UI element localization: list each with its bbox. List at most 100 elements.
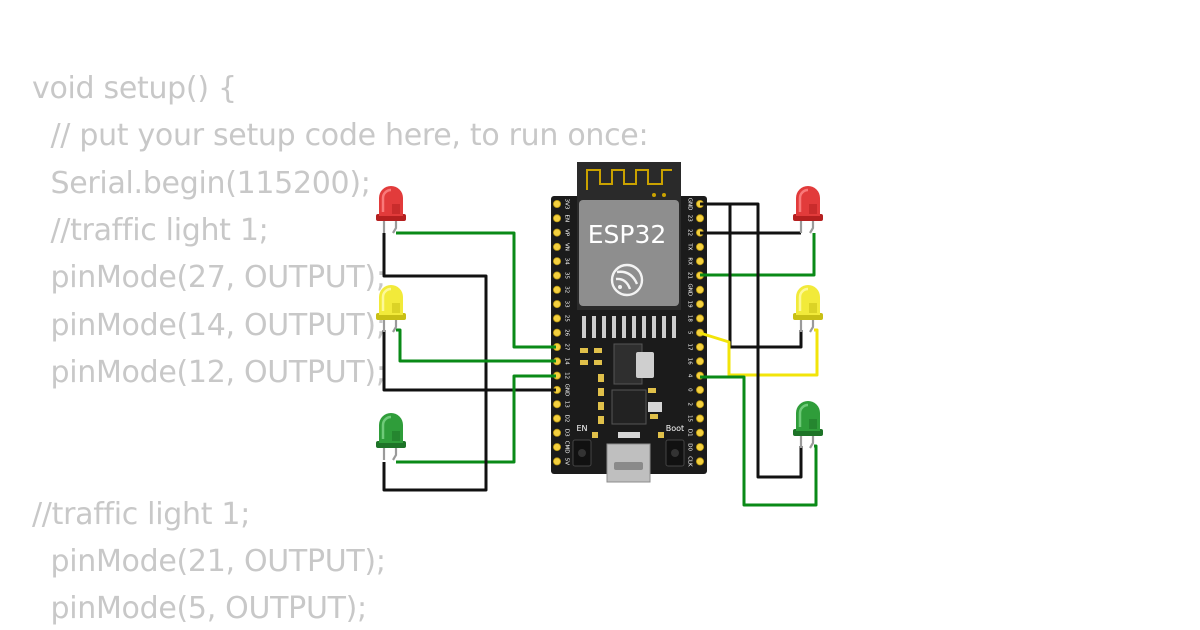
pin-label: 25: [564, 315, 570, 322]
code-line: //traffic light 1;: [32, 496, 251, 532]
pin[interactable]: [553, 242, 562, 251]
pin[interactable]: [696, 257, 705, 266]
pin-label: 17: [687, 344, 693, 351]
pin-label: 0: [687, 388, 693, 392]
pin-label: 19: [687, 301, 693, 308]
pin-label: 14: [564, 358, 570, 365]
pin-label: D3: [564, 429, 570, 437]
pin-label: 32: [564, 286, 570, 293]
pin-label: VN: [564, 243, 570, 251]
wire-right-red-signal: [700, 233, 816, 277]
wire-right-green-signal: [700, 375, 818, 507]
wire-right-yellow-signal: [699, 328, 819, 377]
wires: [382, 202, 819, 507]
pin-label: EN: [564, 215, 570, 223]
pin[interactable]: [696, 214, 705, 223]
pin-label: 26: [564, 329, 570, 336]
pin-label: GND: [564, 384, 570, 397]
pin-label: 22: [687, 229, 693, 236]
pin[interactable]: [696, 428, 705, 437]
module-pads: [582, 316, 676, 338]
pin-label: 23: [687, 215, 693, 222]
crystal: [648, 402, 662, 412]
pin-label: D0: [687, 443, 693, 451]
pin-label: 33: [564, 301, 570, 308]
pin[interactable]: [553, 300, 562, 309]
led-right-green-icon[interactable]: [793, 401, 823, 449]
led-left-green-icon[interactable]: [376, 413, 406, 461]
wire-left-green-signal: [396, 374, 556, 464]
pin[interactable]: [696, 400, 705, 409]
pin[interactable]: [696, 242, 705, 251]
pin-label: 16: [687, 358, 693, 365]
pin[interactable]: [696, 342, 705, 351]
code-line: pinMode(27, OUTPUT);: [32, 260, 386, 296]
pin-label: 35: [564, 272, 570, 279]
esp32-board[interactable]: ESP32: [551, 162, 707, 483]
code-line: //traffic light 1;: [32, 212, 269, 248]
pin-label: VP: [564, 229, 570, 237]
led-right-red-icon[interactable]: [793, 186, 823, 234]
code-line: Serial.begin(115200);: [32, 165, 371, 201]
pin[interactable]: [696, 385, 705, 394]
pin[interactable]: [553, 414, 562, 423]
pin-label: CMD: [564, 441, 570, 454]
led-left-yellow-icon[interactable]: [376, 285, 406, 333]
pin[interactable]: [553, 443, 562, 452]
pin[interactable]: [696, 285, 705, 294]
wire-left-green-gnd: [382, 390, 488, 492]
pin-label: 12: [564, 372, 570, 379]
pin[interactable]: [696, 414, 705, 423]
wire-left-red-signal: [396, 231, 556, 349]
code-line: // put your setup code here, to run once…: [32, 118, 649, 154]
pin[interactable]: [553, 199, 562, 208]
wire-right-green-gnd: [700, 202, 803, 479]
pin-label: RX: [687, 257, 693, 265]
pin[interactable]: [696, 300, 705, 309]
pin[interactable]: [553, 457, 562, 466]
pin[interactable]: [696, 443, 705, 452]
code-line: pinMode(5, OUTPUT);: [32, 591, 367, 627]
pin[interactable]: [553, 314, 562, 323]
code-line: void setup() {: [32, 71, 237, 106]
pin-label: GND: [687, 198, 693, 211]
pin-label: 18: [687, 315, 693, 322]
pin-label: 13: [564, 401, 570, 408]
pin-label: 34: [564, 258, 570, 265]
pin[interactable]: [696, 357, 705, 366]
pin-label: 27: [564, 344, 570, 351]
pin-label: D1: [687, 429, 693, 437]
pin[interactable]: [553, 328, 562, 337]
espressif-logo-icon: [610, 263, 644, 297]
leds: [376, 186, 823, 461]
pin-label: 21: [687, 272, 693, 279]
wire-left-yellow-gnd: [382, 330, 486, 392]
pin[interactable]: [696, 314, 705, 323]
pin[interactable]: [553, 214, 562, 223]
pin-label: 4: [687, 374, 693, 378]
code-line: pinMode(21, OUTPUT);: [32, 544, 386, 579]
pin-label: GND: [687, 283, 693, 296]
pin-label: 3V3: [564, 199, 570, 210]
pin[interactable]: [553, 271, 562, 280]
pin[interactable]: [553, 257, 562, 266]
pin[interactable]: [553, 428, 562, 437]
pin-label: CLK: [687, 456, 693, 467]
pin-label: D2: [564, 415, 570, 423]
pin-label: 5V: [564, 458, 570, 465]
board-label: ESP32: [588, 220, 667, 249]
en-button-label: EN: [576, 424, 587, 433]
led-right-yellow-icon[interactable]: [793, 285, 823, 333]
pin[interactable]: [553, 228, 562, 237]
pin-label: 2: [687, 402, 693, 406]
led-left-red-icon[interactable]: [376, 186, 406, 234]
code-line: pinMode(12, OUTPUT);: [32, 354, 386, 390]
antenna-trace: [586, 169, 672, 190]
wire-left-yellow-signal: [396, 328, 556, 363]
pin[interactable]: [696, 457, 705, 466]
usb-pads: [618, 432, 640, 438]
pin[interactable]: [553, 400, 562, 409]
pin[interactable]: [553, 285, 562, 294]
